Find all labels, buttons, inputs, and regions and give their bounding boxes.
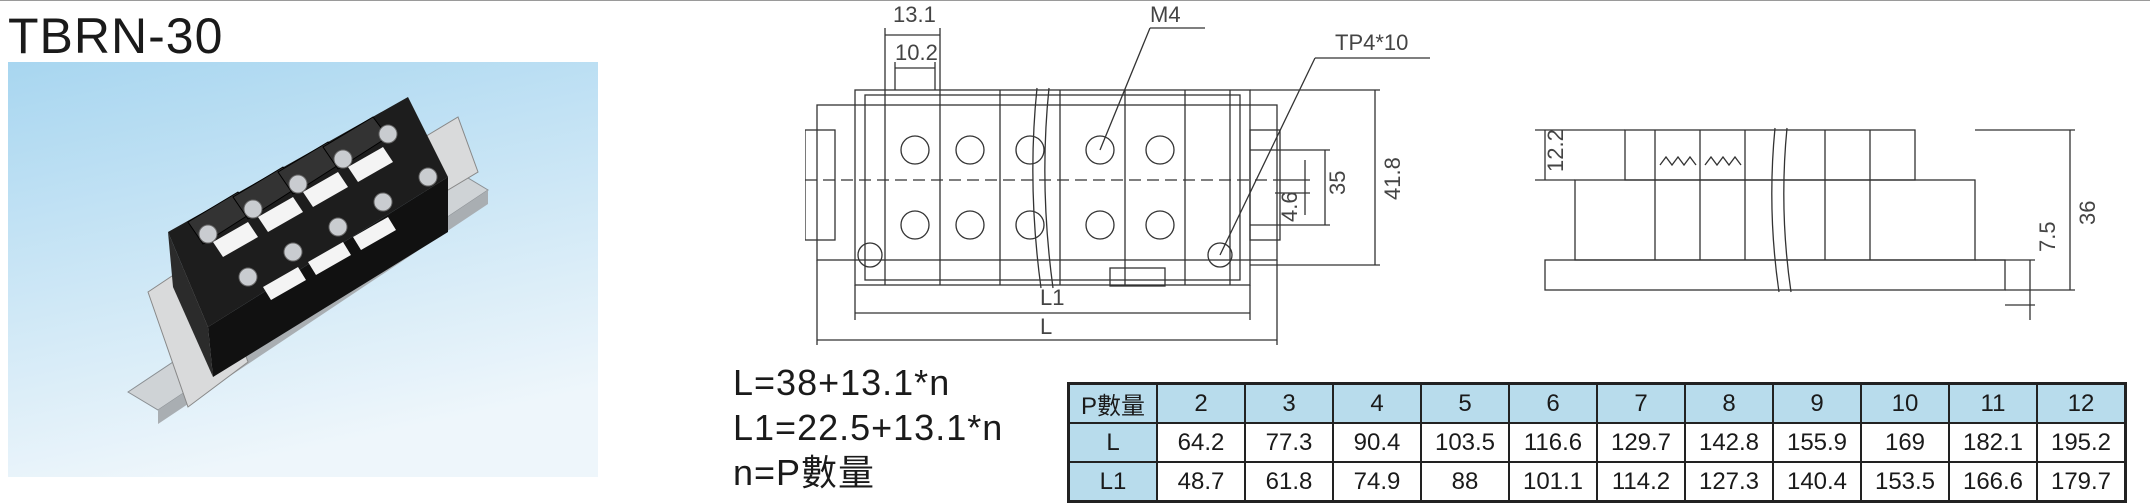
top-divider	[0, 0, 2150, 1]
dim-h-outer: 41.8	[1380, 157, 1405, 200]
table-cell: 101.1	[1508, 461, 1598, 503]
table-cell: 90.4	[1332, 422, 1422, 463]
table-cell: 195.2	[2036, 422, 2127, 463]
header-cell: 3	[1244, 382, 1334, 424]
table-cell: 48.7	[1156, 461, 1246, 503]
table-cell: 179.7	[2036, 461, 2127, 503]
dim-h-inner: 35	[1325, 171, 1350, 195]
table-cell: 64.2	[1156, 422, 1246, 463]
table-cell: 129.7	[1596, 422, 1686, 463]
table-cell: 140.4	[1772, 461, 1862, 503]
table-cell: 103.5	[1420, 422, 1510, 463]
dim-side-top: 12.2	[1543, 129, 1568, 172]
dim-offset: 4.6	[1277, 191, 1302, 222]
table-cell: 77.3	[1244, 422, 1334, 463]
row-label: L	[1067, 422, 1158, 463]
header-cell: 9	[1772, 382, 1862, 424]
dim-screw: M4	[1150, 2, 1181, 27]
table-cell: 169	[1860, 422, 1950, 463]
header-cell: 7	[1596, 382, 1686, 424]
table-cell: 61.8	[1244, 461, 1334, 503]
table-cell: 127.3	[1684, 461, 1774, 503]
row-label: L1	[1067, 461, 1158, 503]
header-cell: 8	[1684, 382, 1774, 424]
formula-l: L=38+13.1*n	[733, 362, 951, 403]
table-cell: 142.8	[1684, 422, 1774, 463]
formula-n: n=P數量	[733, 452, 876, 493]
header-cell: 5	[1420, 382, 1510, 424]
table-cell: 182.1	[1948, 422, 2038, 463]
dim-l1: L1	[1040, 285, 1064, 310]
header-cell: 6	[1508, 382, 1598, 424]
product-title: TBRN-30	[8, 8, 224, 64]
header-cell: 2	[1156, 382, 1246, 424]
table-cell: 114.2	[1596, 461, 1686, 503]
dimension-table: P數量 2 3 4 5 6 7 8 9 10 11 12 L 64.2 77.3…	[1067, 382, 2127, 503]
dim-inner: 10.2	[895, 40, 938, 65]
dim-side-rail: 7.5	[2035, 221, 2060, 252]
table-cell: 155.9	[1772, 422, 1862, 463]
header-cell: 4	[1332, 382, 1422, 424]
table-cell: 116.6	[1508, 422, 1598, 463]
length-formulas: L=38+13.1*n L1=22.5+13.1*n n=P數量	[733, 360, 1003, 495]
table-row: L 64.2 77.3 90.4 103.5 116.6 129.7 142.8…	[1067, 422, 2127, 463]
dim-tap: TP4*10	[1335, 30, 1408, 55]
header-cell: 10	[1860, 382, 1950, 424]
front-view-drawing: 13.1 10.2 M4 TP4*10 L1 L 35 41.8 4.6	[804, 0, 1465, 360]
dim-l: L	[1040, 314, 1052, 339]
table-cell: 166.6	[1948, 461, 2038, 503]
dim-side-total: 36	[2075, 201, 2095, 225]
dim-pitch: 13.1	[893, 2, 936, 27]
table-row: L1 48.7 61.8 74.9 88 101.1 114.2 127.3 1…	[1067, 461, 2127, 503]
table-header-row: P數量 2 3 4 5 6 7 8 9 10 11 12	[1067, 382, 2127, 424]
table-cell: 153.5	[1860, 461, 1950, 503]
side-view-drawing: 12.2 7.5 36	[1535, 110, 2100, 335]
header-cell: 11	[1948, 382, 2038, 424]
table-cell: 88	[1420, 461, 1510, 503]
table-cell: 74.9	[1332, 461, 1422, 503]
formula-l1: L1=22.5+13.1*n	[733, 407, 1004, 448]
product-photo	[8, 62, 598, 477]
header-cell: 12	[2036, 382, 2127, 424]
header-label-cell: P數量	[1067, 382, 1158, 424]
